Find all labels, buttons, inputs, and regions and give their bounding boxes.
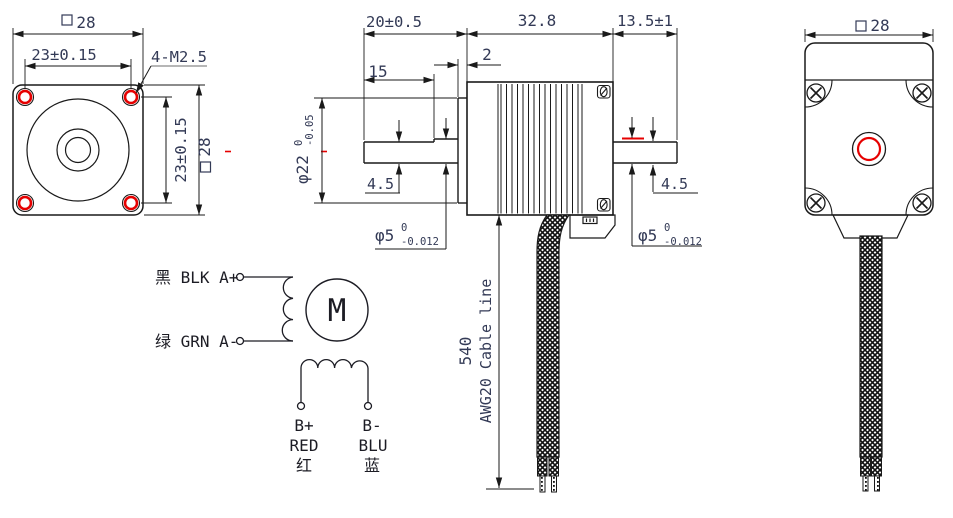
front-flange-outline [12,84,144,216]
screw-icon [596,197,611,212]
front-width-dim: 28 [76,13,95,32]
flat-length-dim: 15 [368,62,387,81]
wire-tip [862,475,869,492]
side-view: 20±0.5 32.8 13.5±1 15 2 4.5 4.5 φ22 0 -0… [293,11,702,493]
rear-width-dim: 28 [870,16,889,35]
svg-text:-0.05: -0.05 [304,114,316,146]
mounting-hole-highlight [123,89,139,105]
screw-icon [912,193,932,213]
svg-text:φ5: φ5 [375,226,394,245]
braided-cable [536,214,571,458]
wire-tip [539,475,546,493]
pilot-boss [457,97,467,204]
thread-callout-leader [135,65,152,94]
phase-a-minus-label: 绿 GRN A- [155,332,238,351]
pilot-boss-circle [26,98,130,202]
phase-a-coil [281,276,294,342]
side-screws [596,84,611,212]
rear-shaft-boss-circle [851,131,887,167]
mounting-hole [121,193,141,213]
cable-lead [548,456,559,477]
front-hole-spacing-h-dim: 23±0.15 [31,46,96,64]
rear-shaft-highlight-circle [856,136,882,162]
cable-exit-housing [832,214,909,239]
rear-shaft-length-dim: 13.5±1 [617,12,673,30]
svg-text:0: 0 [293,140,305,146]
cable-lead [860,456,871,477]
b-plus-color-en: RED [290,436,319,455]
side-dimension-lines [318,30,702,490]
rear-shaft-diameter-dim: φ5 0 -0.012 [638,222,702,248]
rear-housing-outline [804,42,934,216]
mounting-hole-highlight [17,195,33,211]
terminal-b-minus [363,401,373,411]
b-minus-label: B- [362,416,381,435]
front-flat-height-dim: 4.5 [367,175,394,193]
cable-lead [537,456,548,477]
b-plus-color-cn: 红 [296,456,312,475]
terminal-a-plus [235,272,245,282]
front-view: 28 23±0.15 4-M2.5 23±0.15 28 [12,13,231,216]
wiring-diagram: 黑 BLK A+ 绿 GRN A- M B+ RED 红 B- BLU 蓝 [155,268,387,475]
b-minus-color-en: BLU [359,436,388,455]
mounting-hole-highlight [123,195,139,211]
front-hole-spacing-v-dim: 23±0.15 [172,117,190,182]
motor-circle [305,278,369,342]
screw-icon [806,193,826,213]
svg-text:φ5: φ5 [638,226,657,245]
phase-b-coil [300,359,369,369]
rear-shaft [613,141,678,164]
svg-text:φ22: φ22 [293,155,312,184]
mounting-holes [15,87,141,213]
square-symbol-icon [855,20,867,32]
bearing-hub-circle [56,128,100,172]
corner-fillets [804,79,934,216]
mounting-hole [121,87,141,107]
square-symbol-icon [61,14,73,26]
rear-screws [806,83,932,213]
rear-flat-height-dim: 4.5 [661,175,688,193]
boss-protrusion-dim: 2 [482,45,492,64]
phase-a-plus-label: 黑 BLK A+ [155,268,238,287]
b-plus-label: B+ [294,416,313,435]
front-shaft [363,138,458,164]
cable-lead [871,456,882,477]
pilot-diameter-dim: φ22 0 -0.05 [293,114,316,184]
screw-icon [596,84,611,99]
body-length-dim: 32.8 [518,11,557,30]
terminal-b-plus [296,401,306,411]
front-height-dim: 28 [195,137,214,156]
wire-tip [551,475,557,493]
braided-cable [859,235,883,458]
stator-laminations [498,84,582,214]
wire-tip [874,475,880,492]
mounting-hole-highlight [17,89,33,105]
motor-body-outline [466,81,614,216]
cable-connector [582,216,598,225]
motor-symbol: M [328,293,347,329]
svg-text:0: 0 [401,222,407,234]
svg-text:-0.012: -0.012 [664,236,702,248]
screw-icon [912,83,932,103]
cable-length-dim: 540 [456,337,475,366]
b-minus-color-cn: 蓝 [364,456,380,475]
cable-spec-label: AWG20 Cable line [477,279,495,424]
svg-text:0: 0 [664,222,670,234]
cable-exit-housing [569,214,616,239]
front-dimension-lines [13,30,203,215]
shaft-circle [64,136,92,164]
svg-text:-0.012: -0.012 [401,236,439,248]
mounting-hole [15,193,35,213]
thread-callout: 4-M2.5 [151,48,207,66]
terminal-a-minus [235,336,245,346]
mounting-hole [15,87,35,107]
front-shaft-diameter-dim: φ5 0 -0.012 [375,222,439,248]
screw-icon [806,83,826,103]
rear-view: 28 [804,16,934,492]
square-symbol-icon [199,161,212,173]
shaft-length-dim: 20±0.5 [366,13,422,31]
